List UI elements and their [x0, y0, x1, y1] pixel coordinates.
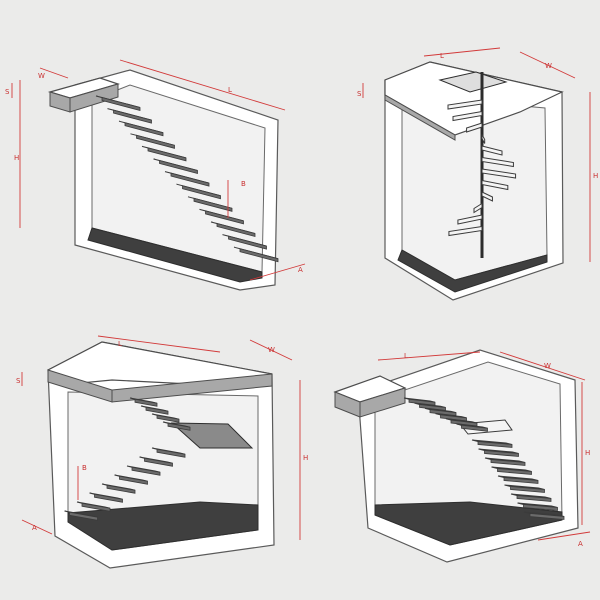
- stair-tread-edge: [136, 134, 175, 149]
- label-A: A: [32, 524, 37, 532]
- label-L: L: [228, 86, 232, 94]
- stair-tread-edge: [477, 441, 513, 448]
- stair-tread-edge: [461, 424, 488, 432]
- room-floor: [67, 501, 259, 551]
- stair-tread-edge: [484, 450, 519, 457]
- stair-tread-edge: [170, 172, 210, 187]
- mid-landing: [170, 422, 254, 449]
- label-S: S: [357, 90, 362, 98]
- dim-line-L: [377, 351, 481, 361]
- spiral-tread: [473, 202, 483, 214]
- dim-line-A: [537, 531, 591, 541]
- dim-line-W: [249, 339, 293, 361]
- panel-straight-stair: H W L B A S: [5, 59, 306, 291]
- label-W: W: [268, 346, 275, 354]
- label-L: L: [118, 340, 122, 348]
- stair-tread-edge: [182, 185, 221, 200]
- stair-tread-edge: [119, 475, 148, 485]
- room-floor: [374, 501, 563, 546]
- stair-tread-edge: [228, 235, 267, 250]
- dim-line-L: [423, 47, 501, 57]
- label-A: A: [298, 266, 303, 274]
- label-H: H: [14, 154, 19, 162]
- spiral-tread: [481, 145, 503, 156]
- spiral-tread: [457, 214, 483, 225]
- stair-tread-edge: [113, 109, 152, 124]
- tread-group: [64, 397, 191, 521]
- top-landing-side: [69, 83, 119, 113]
- stair-tread-edge: [156, 448, 186, 458]
- stair-tread-edge: [147, 147, 187, 162]
- room-floor: [397, 249, 548, 293]
- spiral-tread: [481, 168, 517, 179]
- spiral-tread: [481, 191, 493, 202]
- dim-line-W: [39, 67, 69, 79]
- tread-group: [95, 95, 279, 263]
- stair-tread-edge: [145, 406, 169, 415]
- stair-tread-edge: [510, 486, 545, 493]
- spiral-tread: [481, 134, 486, 144]
- stair-tread-edge: [69, 511, 98, 521]
- label-S: S: [5, 88, 10, 96]
- stair-tread-edge: [497, 468, 532, 475]
- label-W: W: [38, 72, 45, 80]
- stair-tread-edge: [101, 96, 141, 112]
- dim-line-A: [249, 263, 306, 281]
- spiral-tread: [481, 156, 514, 168]
- stair-tread-edge: [144, 457, 173, 467]
- dim-line-L: [97, 335, 221, 353]
- stair-opening: [438, 71, 508, 93]
- top-slab-edge: [384, 94, 456, 141]
- stair-tread-edge: [156, 414, 180, 423]
- spiral-tread: [452, 110, 483, 122]
- stair-tread-edge: [523, 504, 558, 511]
- label-S: S: [16, 377, 21, 385]
- spiral-tread-group: [447, 99, 517, 237]
- stair-tread-edge: [205, 210, 244, 225]
- stair-tread-edge: [490, 459, 526, 466]
- label-B: B: [241, 180, 246, 188]
- stair-tread-edge: [94, 493, 123, 503]
- dim-line-W: [499, 351, 586, 381]
- stair-tread-edge: [134, 398, 158, 407]
- panel-open-top-stair: H L W B A S: [16, 335, 308, 569]
- dim-line-L: [119, 59, 286, 111]
- spiral-tread: [481, 179, 509, 191]
- panel-two-flight-stair: H L W A: [333, 349, 591, 563]
- label-B: B: [82, 464, 87, 472]
- spiral-tread: [448, 225, 483, 237]
- spiral-tread: [466, 122, 483, 133]
- stair-tread-edge: [239, 248, 279, 263]
- stair-tread-edge: [193, 197, 233, 212]
- stair-tread-edge: [131, 466, 161, 476]
- label-H: H: [303, 454, 308, 462]
- stair-tread-edge: [216, 222, 256, 238]
- top-landing-side: [359, 387, 406, 418]
- stair-tread-edge: [167, 422, 191, 431]
- stair-tread-edge: [124, 122, 164, 137]
- label-L: L: [440, 52, 444, 60]
- stair-tread-edge: [106, 484, 136, 494]
- label-W: W: [544, 362, 551, 370]
- label-A: A: [578, 540, 583, 548]
- stair-tread-edge: [159, 159, 198, 175]
- spiral-tread: [447, 99, 483, 110]
- panel-spiral-stair: H L W S: [357, 47, 598, 301]
- stair-tread-edge: [516, 495, 552, 502]
- stair-tread-edge: [503, 477, 539, 484]
- label-L: L: [404, 352, 408, 360]
- stair-tread-edge: [529, 513, 565, 520]
- tread-group: [403, 397, 565, 520]
- label-H: H: [585, 449, 590, 457]
- label-W: W: [545, 62, 552, 70]
- dim-line-W: [519, 51, 576, 79]
- stair-tread-edge: [81, 502, 111, 512]
- top-rim-side: [111, 373, 273, 403]
- label-H: H: [593, 172, 598, 180]
- dim-line-A: [21, 519, 53, 535]
